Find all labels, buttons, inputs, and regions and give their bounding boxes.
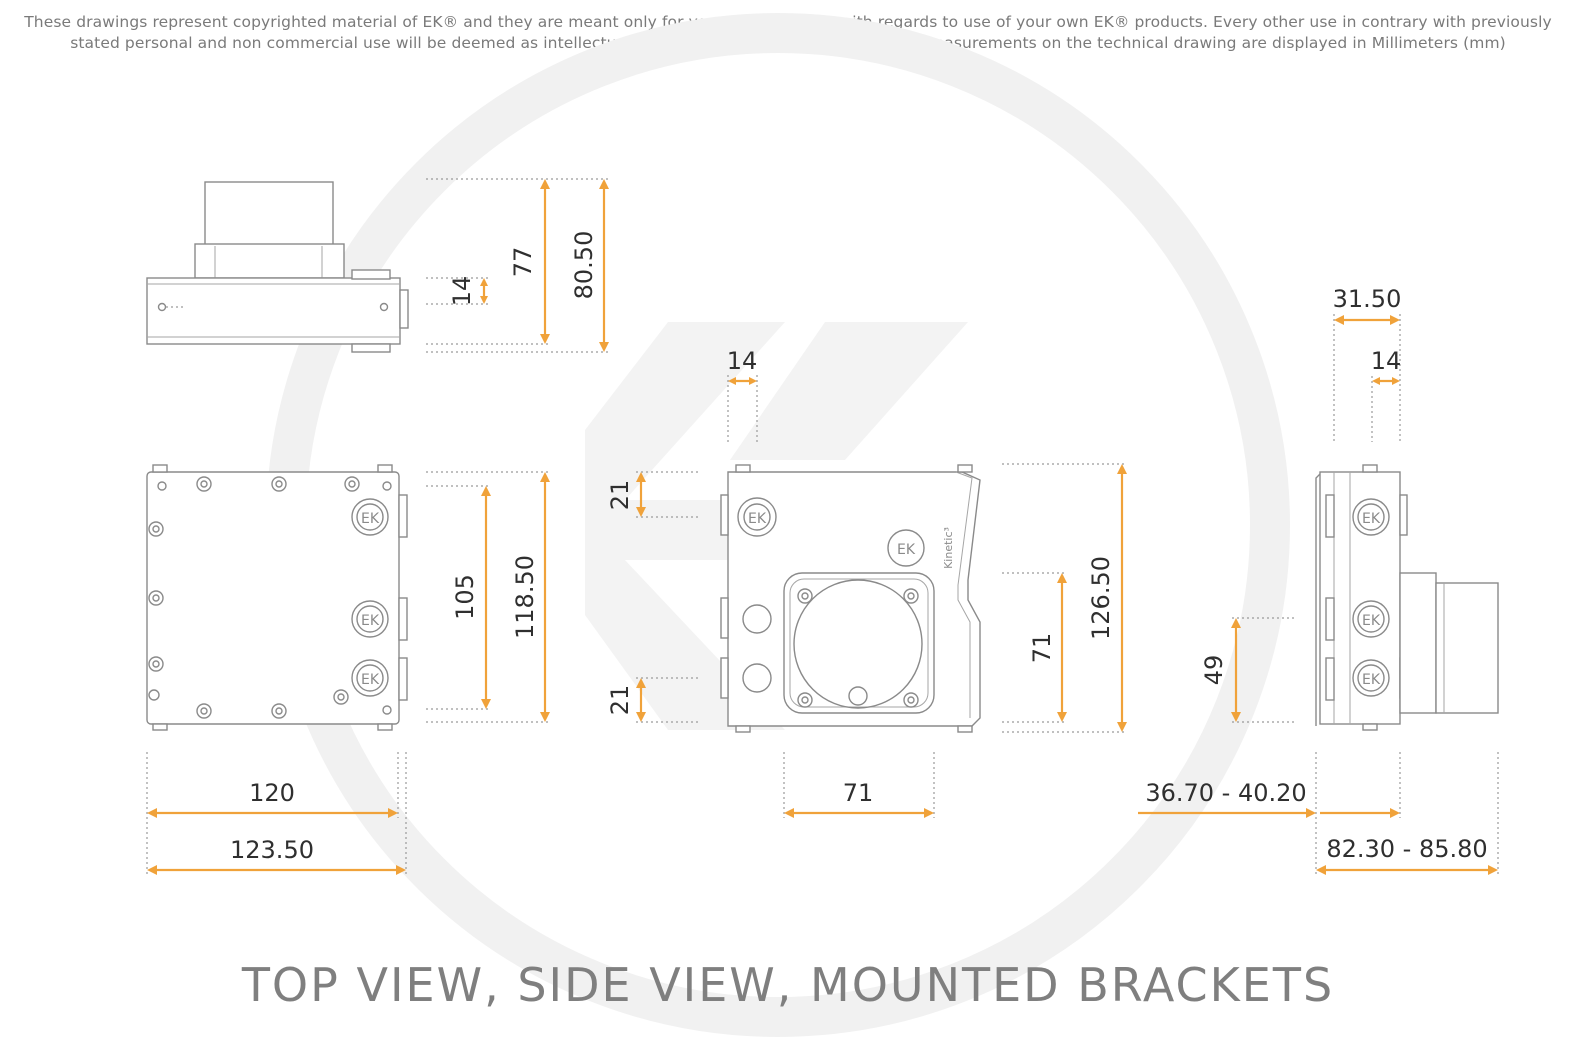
side-view-dimensions <box>426 178 609 353</box>
dim-side-77: 77 <box>509 247 537 278</box>
front-view-drawing: EK EK <box>720 464 981 733</box>
top-view-drawing: EK EK EK <box>146 464 408 731</box>
dim-bracket-82-30-85-80: 82.30 - 85.80 <box>1326 835 1487 863</box>
side-view-drawing <box>146 181 409 353</box>
view-caption: TOP VIEW, SIDE VIEW, MOUNTED BRACKETS <box>241 958 1335 1012</box>
dim-bracket-36-70-40-20: 36.70 - 40.20 <box>1145 779 1306 807</box>
top-view-dimensions <box>146 471 550 875</box>
svg-text:EK: EK <box>1362 511 1381 527</box>
dim-top-105: 105 <box>451 574 479 620</box>
dim-side-80-50: 80.50 <box>570 231 598 300</box>
bracket-view-drawing: EK EK EK <box>1315 464 1499 731</box>
dim-front-71-width: 71 <box>843 779 874 807</box>
dim-side-14: 14 <box>448 276 476 307</box>
svg-text:EK: EK <box>1362 672 1381 688</box>
dim-top-120: 120 <box>249 779 295 807</box>
dim-bracket-14: 14 <box>1371 347 1402 375</box>
svg-text:EK: EK <box>361 672 380 688</box>
bracket-view-dimensions <box>1138 314 1499 875</box>
kinetic-brand-label: Kinetic³ <box>942 527 955 569</box>
svg-text:EK: EK <box>361 613 380 629</box>
svg-text:EK: EK <box>748 511 767 527</box>
front-view-dimensions <box>636 375 1127 818</box>
dim-front-21-bottom: 21 <box>606 685 634 716</box>
dim-top-123-50: 123.50 <box>230 836 314 864</box>
dim-front-126-50: 126.50 <box>1087 556 1115 640</box>
dim-front-14: 14 <box>727 347 758 375</box>
svg-text:EK: EK <box>897 542 916 558</box>
dim-front-21-top: 21 <box>606 480 634 511</box>
dim-bracket-31-50: 31.50 <box>1333 285 1402 313</box>
dim-front-71-height: 71 <box>1028 633 1056 664</box>
svg-text:EK: EK <box>361 511 380 527</box>
dim-top-118-50: 118.50 <box>511 555 539 639</box>
dim-bracket-49: 49 <box>1200 655 1228 686</box>
svg-text:EK: EK <box>1362 613 1381 629</box>
